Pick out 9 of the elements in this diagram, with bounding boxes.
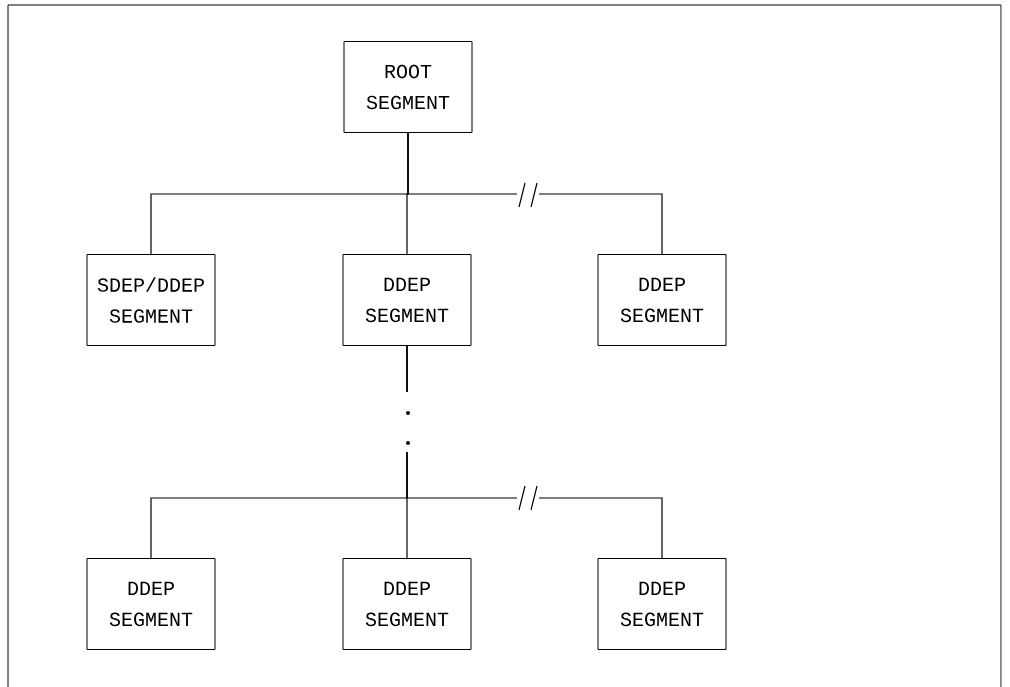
connector-line	[406, 345, 663, 559]
segment-box: SDEP/DDEP SEGMENT	[86, 254, 216, 346]
connector-line	[407, 132, 663, 255]
segment-box: DDEP SEGMENT	[342, 254, 472, 346]
segment-box: ROOT SEGMENT	[343, 41, 473, 133]
segment-box: DDEP SEGMENT	[597, 558, 727, 650]
segment-box: DDEP SEGMENT	[342, 558, 472, 650]
segment-box: DDEP SEGMENT	[86, 558, 216, 650]
segment-box: DDEP SEGMENT	[597, 254, 727, 346]
